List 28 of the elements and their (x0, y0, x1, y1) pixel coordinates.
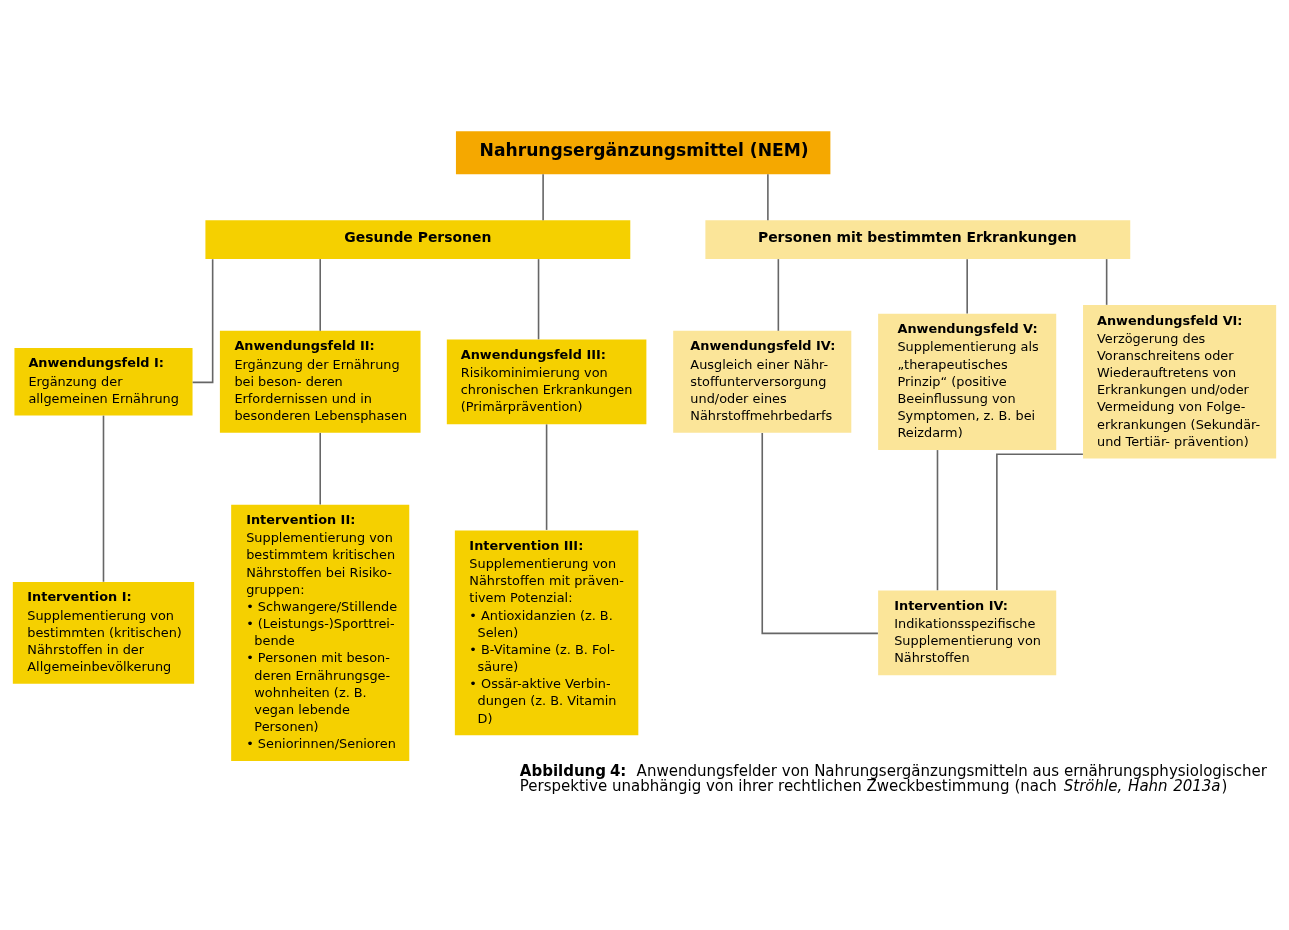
node-box: Intervention II: Supplementierung von bestimmtem kritischen Nährstoffen bei Risiko- gruppen: • Schwangere/Stillende • (Leistungs-)Sporttrei- bende • Personen mit beson- deren Ernährungsge- wohnheiten (z. B. vegan lebende Personen) • Seniorinnen/Senioren (231, 504, 410, 761)
node-box: Anwendungsfeld I: Ergänzung der allgemeinen Ernährung (14, 347, 193, 416)
connector (761, 431, 879, 634)
node-box: Anwendungsfeld II: Ergänzung der Ernährung bei beson- deren Erfordernissen und in besonderen Lebensphasen (219, 330, 421, 433)
node-box: Anwendungsfeld III: Risikominimierung von chronischen Erkrankungen (Primärprävention) (446, 338, 647, 424)
connector (1105, 257, 1108, 306)
connector (936, 448, 939, 591)
caption: Abbildung 4: Anwendungsfelder von Nahrungsergänzungsmitteln aus ernährungsphysiologischer Perspektive unabhängig von ihrer rechtlichen Zweckbestimmung (nach Ströhle, Hahn 2013a) (519, 761, 1268, 795)
connector (191, 257, 214, 383)
connector (319, 431, 322, 505)
connector (542, 172, 544, 221)
connector (319, 257, 322, 332)
connector (767, 172, 769, 221)
connector (545, 423, 548, 531)
node-box: Anwendungsfeld VI: Verzögerung des Voranschreitens oder Wiederauftretens von Erkrankungen und/oder Vermeidung von Folge- erkrankungen (Sekundär- und Tertiär- prävention) (1083, 304, 1277, 459)
node-box: Gesunde Personen (205, 219, 631, 259)
connector (102, 414, 105, 583)
node-box: Personen mit bestimmten Erkrankungen (705, 219, 1131, 259)
connector (966, 257, 968, 314)
node-box: Intervention I: Supplementierung von bestimmten (kritischen) Nährstoffen in der Allgemeinbevölkerung (12, 581, 195, 684)
connector (537, 257, 540, 340)
node-box: Anwendungsfeld V: Supplementierung als „therapeutisches Prinzip“ (positive Beeinflussung von Symptomen, z. B. bei Reizdarm) (878, 313, 1057, 450)
node-box: Intervention III: Supplementierung von Nährstoffen mit präven- tivem Potenzial: • Antioxidanzien (z. B. Selen) • B-Vitamine (z. B. Fol- säure) • Ossär-aktive Verbin- dungen (z. B. Vitamin D) (454, 529, 639, 735)
connector (777, 257, 780, 332)
connector (996, 452, 1084, 591)
node-box: Anwendungsfeld IV: Ausgleich einer Nähr- stoffunterversorgung und/oder eines Nährstoffmehrbedarfs (673, 330, 852, 433)
node-box: Nahrungsergänzungsmittel (NEM) (455, 130, 831, 174)
node-box: Intervention IV: Indikationsspezifische Supplementierung von Nährstoffen (878, 590, 1057, 675)
